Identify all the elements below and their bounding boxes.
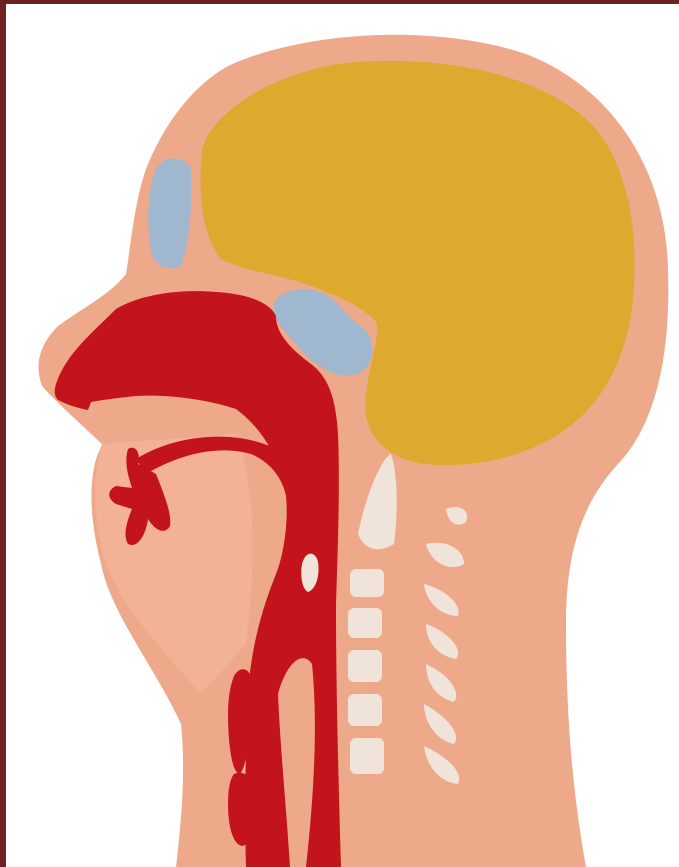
diagram-canvas [6, 4, 679, 867]
frontal-sinus [148, 158, 191, 268]
face-inner [95, 434, 252, 694]
vertebra-c3 [348, 608, 382, 638]
vertebra-c2 [350, 569, 384, 597]
vertebra-c6 [350, 738, 384, 774]
vertebra-c4 [348, 650, 382, 682]
head-cross-section-diagram [6, 4, 679, 867]
vertebra-c5 [348, 694, 382, 726]
